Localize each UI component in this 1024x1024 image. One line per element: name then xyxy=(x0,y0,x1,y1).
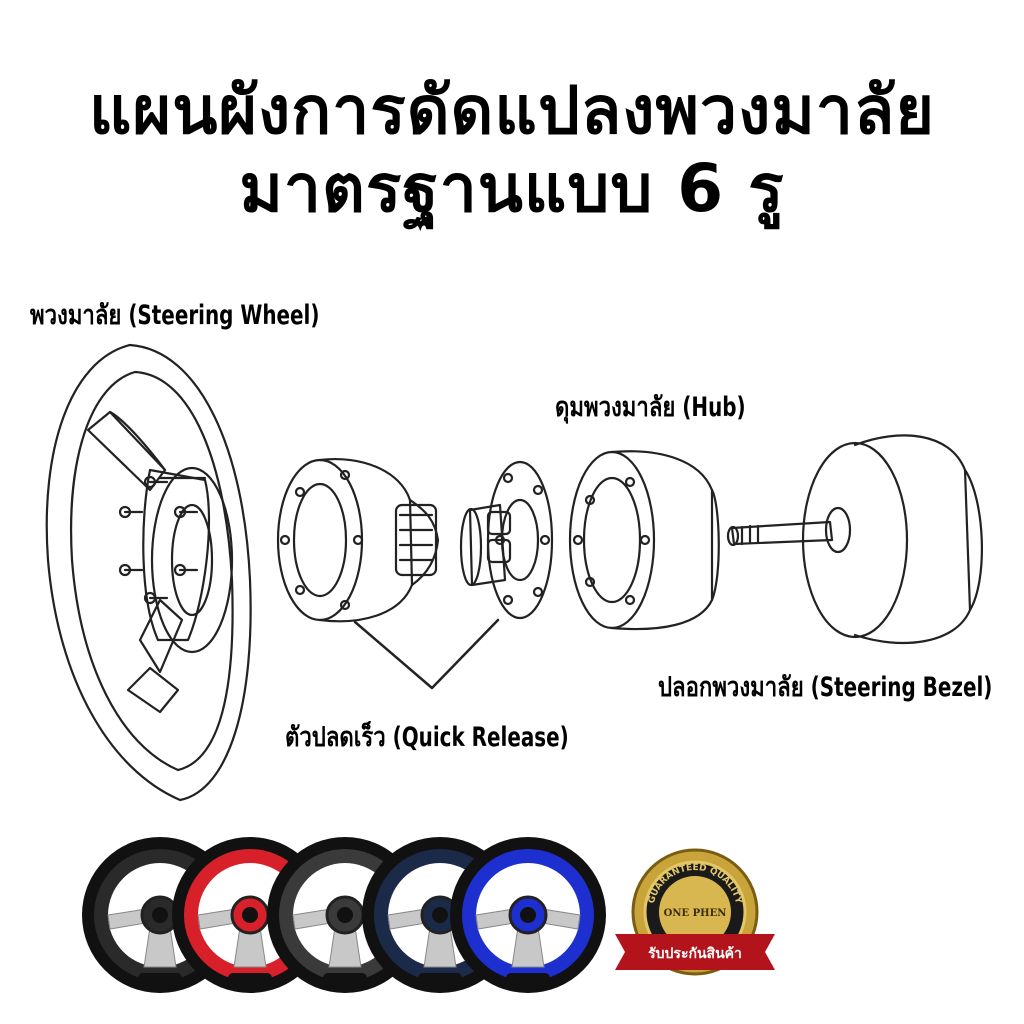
page-title: แผนผังการดัดแปลงพวงมาลัย มาตรฐานแบบ 6 รู xyxy=(0,72,1024,228)
badge-ribbon-text: รับประกันสินค้า xyxy=(648,946,742,962)
wheel-color-row xyxy=(82,837,606,993)
label-hub: ดุมพวงมาลัย (Hub) xyxy=(555,392,746,423)
quick-release-adapter-drawing xyxy=(459,460,554,620)
badge-brand: ONE PHEN xyxy=(664,908,727,919)
wheel-bottom-grip xyxy=(228,973,272,987)
quick-release-bracket xyxy=(353,618,500,690)
quality-badge: GUARANTEED QUALITY ONE PHEN รับประกันสิน… xyxy=(615,848,775,976)
steering-shaft-drawing xyxy=(726,520,834,547)
wheel-bottom-grip xyxy=(323,973,367,987)
wheel-blue xyxy=(450,837,606,993)
wheel-center xyxy=(432,907,448,923)
hub-drawing xyxy=(568,450,720,631)
label-quick-release: ตัวปลดเร็ว (Quick Release) xyxy=(285,722,569,753)
steering-bezel-drawing xyxy=(801,434,983,645)
steering-wheel-drawing xyxy=(45,343,252,802)
quick-release-ring-drawing xyxy=(276,458,440,623)
wheel-center xyxy=(337,907,353,923)
title-line-1: แผนผังการดัดแปลงพวงมาลัย xyxy=(89,72,935,149)
wheel-bottom-grip xyxy=(506,973,550,987)
wheel-center xyxy=(520,907,536,923)
wheel-center xyxy=(152,907,168,923)
wheel-center xyxy=(242,907,258,923)
label-steering-bezel: ปลอกพวงมาลัย (Steering Bezel) xyxy=(658,672,993,703)
wheel-bottom-grip xyxy=(138,973,182,987)
wheel-bottom-grip xyxy=(418,973,462,987)
label-steering-wheel: พวงมาลัย (Steering Wheel) xyxy=(30,300,320,331)
title-line-2: มาตรฐานแบบ 6 รู xyxy=(239,150,785,227)
